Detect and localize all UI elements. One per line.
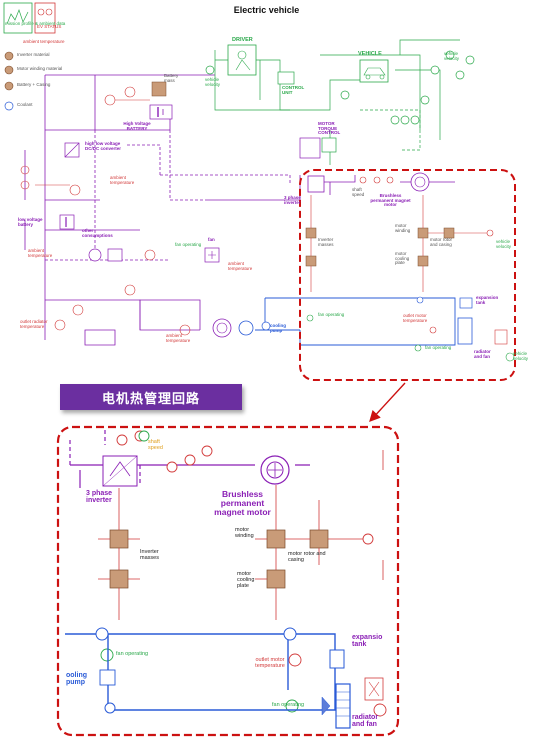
vehicle-velocity-label-left: vehicle velocity [205, 77, 221, 87]
legend-icons [4, 51, 14, 111]
fan-operating-label-top-3: fan operating [425, 345, 452, 350]
inverter-masses-label-zoom: Inverter masses [140, 549, 159, 561]
fan-operating-label-top-2: fan operating [318, 312, 345, 317]
expansion-tank-label-zoom: expansio tank [352, 634, 383, 649]
zoom-fan-box [364, 677, 384, 701]
mission-profile-box [3, 2, 33, 34]
lv-battery-label: low voltage battery [18, 217, 43, 227]
page-title: Electric vehicle [233, 5, 300, 15]
outlet-motor-temp-label-top: outlet motor temperature [403, 313, 428, 323]
zoom-inverter [102, 455, 138, 487]
lv-battery [59, 214, 75, 230]
motor-torque-control-label: MOTOR TORQUE CONTROL [318, 121, 341, 136]
outlet-motor-temp-label-zoom: outlet motor temperature [255, 657, 285, 669]
motor-cooling-plate-label-top: motor cooling plate [395, 251, 410, 266]
zoom-expansion-tank [329, 649, 345, 669]
hv-battery-label: High Voltage BATTERY [123, 121, 151, 131]
cooling-pump-label-zoom: ooling pump [66, 672, 87, 687]
fan-label: fan [208, 237, 215, 242]
battery-mass [151, 81, 167, 97]
control-network [214, 39, 460, 165]
hv-battery [149, 104, 173, 120]
legend-item-motor-winding: Motor winding material [17, 66, 63, 71]
vehicle-velocity-label-right: vehicle velocity [444, 51, 460, 61]
motor-winding-label-zoom: motor winding [235, 527, 254, 539]
ambient-temp-label-lv: ambient temperature [28, 248, 53, 258]
zoom-radiator [321, 683, 351, 729]
dcdc-converter [64, 142, 80, 158]
ambient-temp-label-pump: ambient temperature [166, 333, 191, 343]
highlight-box-top [299, 169, 516, 381]
zoom-arrow [369, 382, 406, 423]
dcdc-converter-label: high low voltage DC/DC converter [85, 141, 122, 151]
inverter-label-top: 3 phase inverter [284, 195, 301, 205]
outlet-radiator-temp-label: outlet radiator temperature [20, 319, 48, 329]
control-unit-label: CONTROL UNIT [282, 85, 305, 95]
ambient-temp-label-header: ambient temperature [23, 39, 65, 44]
motor-rotor-label-zoom: motor rotor and casing [288, 551, 326, 563]
legend-item-inverter: Inverter material [17, 52, 50, 57]
fan-block [204, 247, 220, 263]
fan-operating-label-zoom-1: fan operating [116, 651, 149, 657]
zoom-thermal-masses [109, 529, 329, 589]
battery-mass-label: Battery mass [164, 73, 179, 83]
vehicle-velocity-label-bottom: vehicle velocity [513, 351, 529, 361]
bpm-motor-label-top: Brushless permanent magnet motor [370, 193, 411, 208]
thermal-sensors-top [20, 86, 191, 336]
zoom-motor [260, 455, 290, 485]
expansion-tank-label-top: expansion tank [476, 295, 499, 305]
radiator-fan-label-top: radiator and fan [474, 349, 491, 359]
cooling-pump-motor [212, 318, 254, 338]
shaft-speed-label-zoom: shaft speed [148, 439, 163, 451]
fan-operating-label-top: fan operating [175, 242, 202, 247]
ambient-temp-label-dcdc: ambient temperature [110, 175, 135, 185]
legend-item-coolant: Coolant [17, 102, 33, 107]
mission-profile-label: mission profile & ambient data [5, 21, 66, 26]
motor-cooling-plate-label-zoom: motor cooling plate [237, 571, 255, 589]
driver-block [227, 44, 257, 76]
legend-item-battery: Battery + Casing [17, 82, 51, 87]
electrical-network [24, 74, 301, 346]
vehicle-label: VEHICLE [358, 51, 382, 57]
ev-status-box [34, 2, 56, 34]
cooling-pump-label-top: cooling pump [270, 323, 286, 333]
zoom-thermal-links [98, 450, 384, 620]
other-consumptions-block [88, 248, 123, 262]
motor-torque-control-block [299, 137, 337, 159]
green-sensors [205, 50, 475, 125]
vehicle-block [359, 59, 389, 83]
inverter-masses-label-top: Inverter masses [318, 237, 334, 247]
ambient-temp-label-fan: ambient temperature [228, 261, 253, 271]
motor-winding-label-top: motor winding [395, 223, 411, 233]
highlight-box-zoom [56, 425, 400, 737]
vehicle-velocity-label-mid: vehicle velocity [496, 239, 512, 249]
other-consumptions-label: other consumptions [82, 228, 113, 238]
bpm-motor-label-zoom: Brushless permanent magnet motor [214, 489, 271, 517]
radiator-fan-label-zoom: radiator and fan [352, 714, 379, 729]
control-unit-block [277, 71, 295, 85]
ev-status-label: EV STATUS [37, 24, 62, 29]
inverter-label-zoom: 3 phase inverter [86, 490, 113, 505]
zoom-thermal-sensors [288, 533, 387, 717]
section-banner: 电机热管理回路 [60, 384, 242, 410]
driver-label: DRIVER [232, 37, 253, 43]
motor-region-top [255, 172, 515, 362]
zoom-green-sensors [100, 430, 299, 713]
zoom-pump [95, 627, 297, 714]
fan-operating-label-zoom-2: fan operating [272, 702, 305, 708]
motor-rotor-label-top: motor rotor and casing [430, 237, 453, 247]
shaft-speed-label-top: shaft speed [352, 187, 365, 197]
